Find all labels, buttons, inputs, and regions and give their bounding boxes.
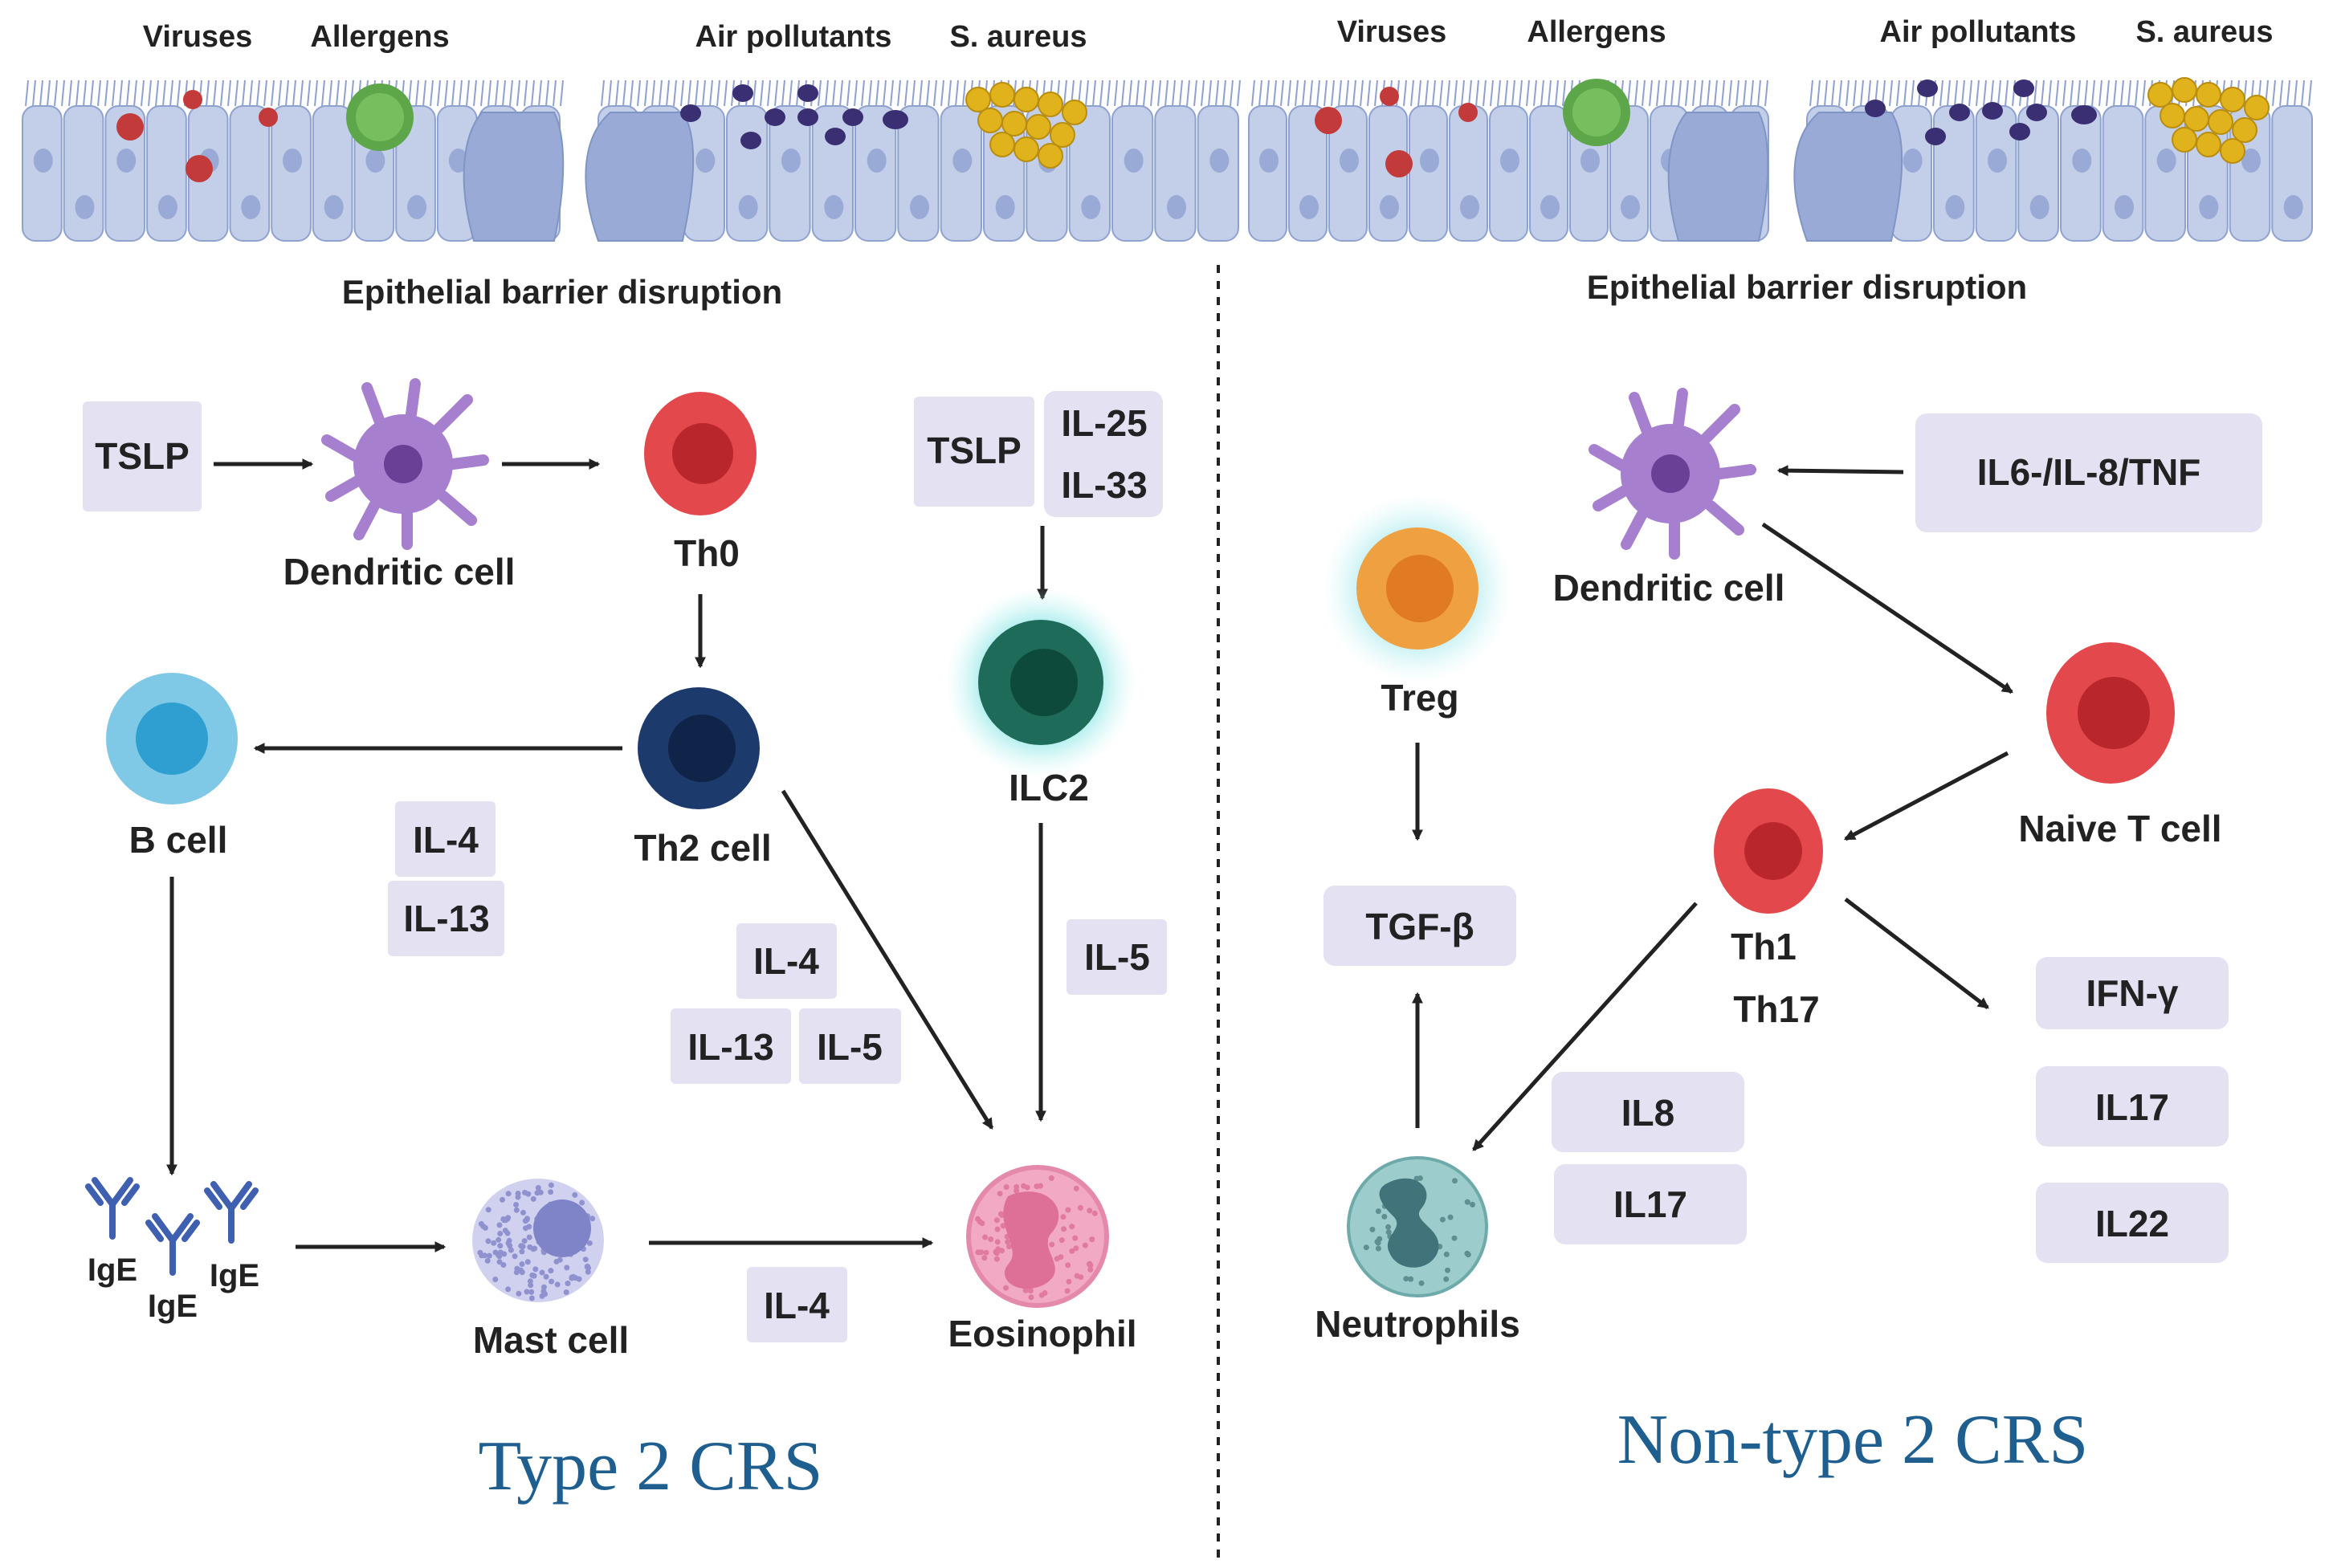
virus-particles-left <box>116 90 278 182</box>
tslp-label-2: TSLP <box>927 430 1022 471</box>
label-viruses-left: Viruses <box>143 20 253 54</box>
pollutants-left <box>680 84 908 149</box>
th17-label: Th17 <box>1733 988 1819 1030</box>
th2-label: Th2 cell <box>634 827 771 869</box>
il13-label-b: IL-13 <box>687 1026 773 1068</box>
ifng-box <box>2036 957 2229 1029</box>
b-cell <box>106 673 238 804</box>
il6-il8-tnf-box <box>1915 413 2262 532</box>
ifng-label: IFN-γ <box>2086 972 2179 1014</box>
pollutants-right <box>1865 79 2097 145</box>
arrow-cytokines-to-dendritic <box>1776 465 1904 477</box>
il4-box-c <box>747 1267 847 1342</box>
naive-t-cell <box>2046 642 2175 784</box>
treg-label: Treg <box>1381 677 1458 719</box>
label-viruses-right: Viruses <box>1337 15 1447 49</box>
il25-il33-box <box>1044 391 1163 517</box>
il22-label: IL22 <box>2095 1203 2169 1244</box>
il5-label-c: IL-5 <box>1084 936 1150 978</box>
goblet-cells <box>463 112 1903 242</box>
s-aureus-left <box>965 82 1087 169</box>
dendritic-cell-label-left: Dendritic cell <box>283 551 516 593</box>
il4-box-b <box>736 923 837 999</box>
tslp-box-2 <box>914 397 1034 507</box>
neutrophil-cell <box>1347 1156 1488 1297</box>
epithelial-barrier-disruption-right: Epithelial barrier disruption <box>1587 268 2027 306</box>
arrow-th1-to-cytokines <box>1844 898 1989 1009</box>
label-s-aureus-right: S. aureus <box>2135 15 2273 49</box>
label-allergens-left: Allergens <box>310 20 449 54</box>
tslp-label-1: TSLP <box>95 435 190 477</box>
il17-box-neutro <box>1554 1164 1747 1244</box>
eosinophil-label: Eosinophil <box>948 1313 1136 1354</box>
tgfb-label: TGF-β <box>1365 906 1474 947</box>
il5-label-b: IL-5 <box>817 1026 883 1068</box>
il13-label-a: IL-13 <box>403 898 489 939</box>
virus-particles-right <box>1315 87 1478 177</box>
label-allergens-right: Allergens <box>1527 15 1666 49</box>
neutrophils-label: Neutrophils <box>1315 1303 1520 1345</box>
allergen-left <box>346 83 414 151</box>
dendritic-cell-right <box>1589 388 1756 560</box>
ige-label-1: IgE <box>88 1252 137 1288</box>
il8-label: IL8 <box>1621 1092 1674 1134</box>
cilia <box>25 79 2312 107</box>
ige-antibodies <box>85 1177 259 1276</box>
th0-label: Th0 <box>674 532 740 574</box>
arrow-th1-to-neutrophils <box>1472 902 1698 1151</box>
label-s-aureus-left: S. aureus <box>949 20 1087 54</box>
il4-label-a: IL-4 <box>413 819 479 861</box>
dendritic-cell-left <box>321 378 489 550</box>
epithelial-cells <box>22 105 2314 242</box>
th1-th17-cell <box>1714 788 1823 914</box>
th0-cell <box>644 392 757 515</box>
b-cell-label: B cell <box>129 819 228 861</box>
il13-box-a <box>388 881 504 956</box>
eosinophil-cell <box>966 1165 1109 1308</box>
tslp-box-1 <box>83 401 202 511</box>
il25-label: IL-25 <box>1061 402 1147 444</box>
il4-label-b: IL-4 <box>753 940 819 982</box>
il5-box-b <box>799 1008 901 1084</box>
il17-label-neutro: IL17 <box>1613 1183 1687 1225</box>
label-air-pollutants-right: Air pollutants <box>1880 15 2077 49</box>
il33-label: IL-33 <box>1061 464 1147 506</box>
ilc2-cell <box>946 588 1136 777</box>
arrow-dendritic-to-naive <box>1761 522 2013 694</box>
epithelial-barrier-disruption-left: Epithelial barrier disruption <box>342 273 782 311</box>
il4-box-a <box>395 801 496 877</box>
il8-box <box>1552 1072 1744 1152</box>
non-type2-crs-title: Non-type 2 CRS <box>1617 1401 2089 1479</box>
il4-label-c: IL-4 <box>764 1285 830 1326</box>
s-aureus-right <box>2147 77 2270 164</box>
il6-il8-tnf-label: IL6-/IL-8/TNF <box>1977 451 2201 493</box>
naive-t-cell-label: Naive T cell <box>2018 808 2221 849</box>
th1-label: Th1 <box>1731 926 1797 967</box>
allergen-right <box>1563 79 1630 146</box>
type2-crs-title: Type 2 CRS <box>479 1427 823 1505</box>
mast-cell <box>472 1179 604 1302</box>
th2-cell <box>638 687 760 809</box>
ige-label-2: IgE <box>148 1289 198 1324</box>
ige-label-3: IgE <box>210 1258 259 1293</box>
il5-box-c <box>1067 919 1167 995</box>
treg-cell <box>1323 494 1512 683</box>
il17-label-right: IL17 <box>2095 1086 2169 1128</box>
arrow-th2-to-eosinophil <box>781 789 994 1130</box>
label-air-pollutants-left: Air pollutants <box>695 20 892 54</box>
mast-cell-label: Mast cell <box>473 1319 629 1361</box>
epithelium-strip <box>22 79 2314 242</box>
arrow-naive-to-th1 <box>1843 751 2009 841</box>
ilc2-label: ILC2 <box>1009 767 1089 808</box>
tgfb-box <box>1323 886 1516 966</box>
dendritic-cell-label-right: Dendritic cell <box>1553 567 1785 609</box>
il13-box-b <box>671 1008 791 1084</box>
il22-box <box>2036 1183 2229 1263</box>
il17-box-right <box>2036 1066 2229 1146</box>
